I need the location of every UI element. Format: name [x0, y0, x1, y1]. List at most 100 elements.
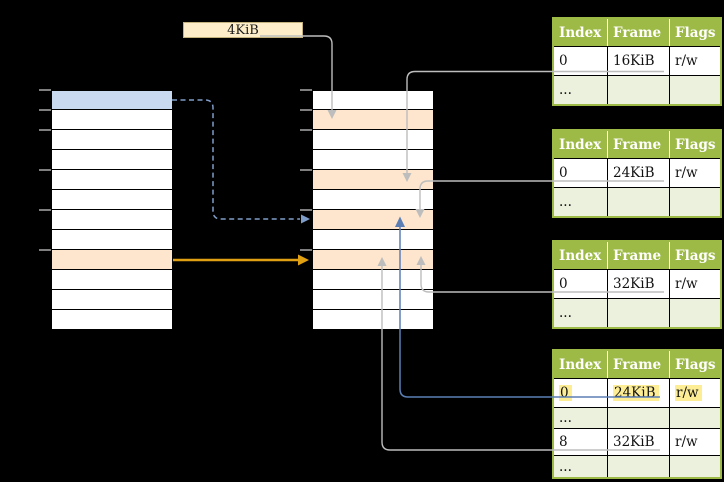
left-column-tick: [39, 109, 51, 111]
table-cell: [670, 456, 720, 477]
left-memory-cell: [52, 130, 172, 150]
left-column-tick: [39, 129, 51, 131]
table-header-cell: Index: [554, 351, 608, 378]
left-memory-cell: [52, 290, 172, 310]
page-size-label: 4KiB: [227, 22, 259, 38]
left-memory-cell: [52, 190, 172, 210]
table-cell: 24KiB: [608, 379, 670, 407]
middle-memory-cell: [313, 170, 433, 190]
middle-memory-column: [313, 90, 433, 330]
left-memory-cell: [52, 150, 172, 170]
left-memory-cell: [52, 210, 172, 230]
left-memory-cell: [52, 110, 172, 130]
table-ellipsis-row: ...: [554, 455, 720, 477]
table-cell: 0: [554, 47, 608, 75]
table-header-cell: Flags: [675, 136, 716, 153]
middle-memory-cell: [313, 190, 433, 210]
left-column-tick: [39, 249, 51, 251]
table-cell: r/w: [675, 53, 698, 69]
table-header-cell: Frame: [608, 19, 670, 46]
table-cell: [608, 456, 670, 477]
middle-column-tick: [300, 109, 312, 111]
connector-dashed-line: [172, 99, 300, 220]
table-cell: ...: [554, 408, 608, 428]
middle-memory-cell: [313, 150, 433, 170]
left-memory-cell: [52, 90, 172, 110]
left-memory-cell: [52, 250, 172, 270]
middle-column-tick: [300, 249, 312, 251]
table-cell: [670, 188, 720, 216]
middle-memory-cell: [313, 90, 433, 110]
table-header-cell: Frame: [608, 351, 670, 378]
left-memory-cell: [52, 270, 172, 290]
left-column-tick: [39, 209, 51, 211]
table-header-cell: Flags: [675, 356, 716, 373]
middle-memory-cell: [313, 110, 433, 130]
table-header-cell: Index: [554, 19, 608, 46]
middle-memory-cell: [313, 130, 433, 150]
table-cell: 32KiB: [608, 270, 670, 298]
table-cell: 0: [554, 379, 608, 407]
table-cell: 0: [554, 270, 608, 298]
arrowhead-right-icon: [301, 214, 310, 224]
left-memory-cell: [52, 170, 172, 190]
left-column-tick: [39, 169, 51, 171]
table-cell: 32KiB: [608, 429, 670, 455]
table-cell: r/w: [675, 434, 698, 450]
table-ellipsis-row: ...: [554, 75, 720, 104]
middle-memory-cell: [313, 270, 433, 290]
table-header-cell: Frame: [608, 131, 670, 158]
left-column-tick: [39, 89, 51, 91]
highlighted-value: r/w: [675, 385, 702, 401]
table-ellipsis-row: ...: [554, 298, 720, 327]
table-header-cell: Flags: [675, 247, 716, 264]
table-ellipsis-row: ...: [554, 187, 720, 216]
table-header-cell: Flags: [675, 24, 716, 41]
table-cell: ...: [554, 76, 608, 104]
table-header-cell: Index: [554, 131, 608, 158]
left-memory-cell: [52, 310, 172, 330]
table-entry-row: 0 24KiB r/w: [554, 379, 720, 407]
arrowhead-right-icon: [298, 254, 309, 266]
middle-memory-cell: [313, 310, 433, 330]
table-cell: [608, 408, 670, 428]
highlighted-value: 0: [559, 385, 572, 401]
page-size-box: 4KiB: [183, 22, 303, 38]
middle-memory-cell: [313, 290, 433, 310]
table-cell: r/w: [675, 276, 698, 292]
highlighted-value: 24KiB: [613, 385, 659, 401]
middle-column-tick: [300, 169, 312, 171]
left-memory-column: [52, 90, 172, 330]
middle-column-tick: [300, 89, 312, 91]
table-cell: [670, 76, 720, 104]
table-cell: 8: [554, 429, 608, 455]
table-cell: ...: [554, 188, 608, 216]
middle-column-tick: [300, 209, 312, 211]
table-cell: 24KiB: [608, 159, 670, 187]
table-cell: [670, 299, 720, 327]
table-cell: r/w: [670, 379, 720, 407]
table-header-cell: Frame: [608, 242, 670, 269]
table-cell: ...: [554, 299, 608, 327]
middle-memory-cell: [313, 250, 433, 270]
table-header-cell: Index: [554, 242, 608, 269]
table-cell: [670, 408, 720, 428]
table-cell: 0: [554, 159, 608, 187]
table-cell: 16KiB: [608, 47, 670, 75]
table-cell: [608, 299, 670, 327]
table-cell: r/w: [675, 165, 698, 181]
table-ellipsis-row: ...: [554, 407, 720, 428]
